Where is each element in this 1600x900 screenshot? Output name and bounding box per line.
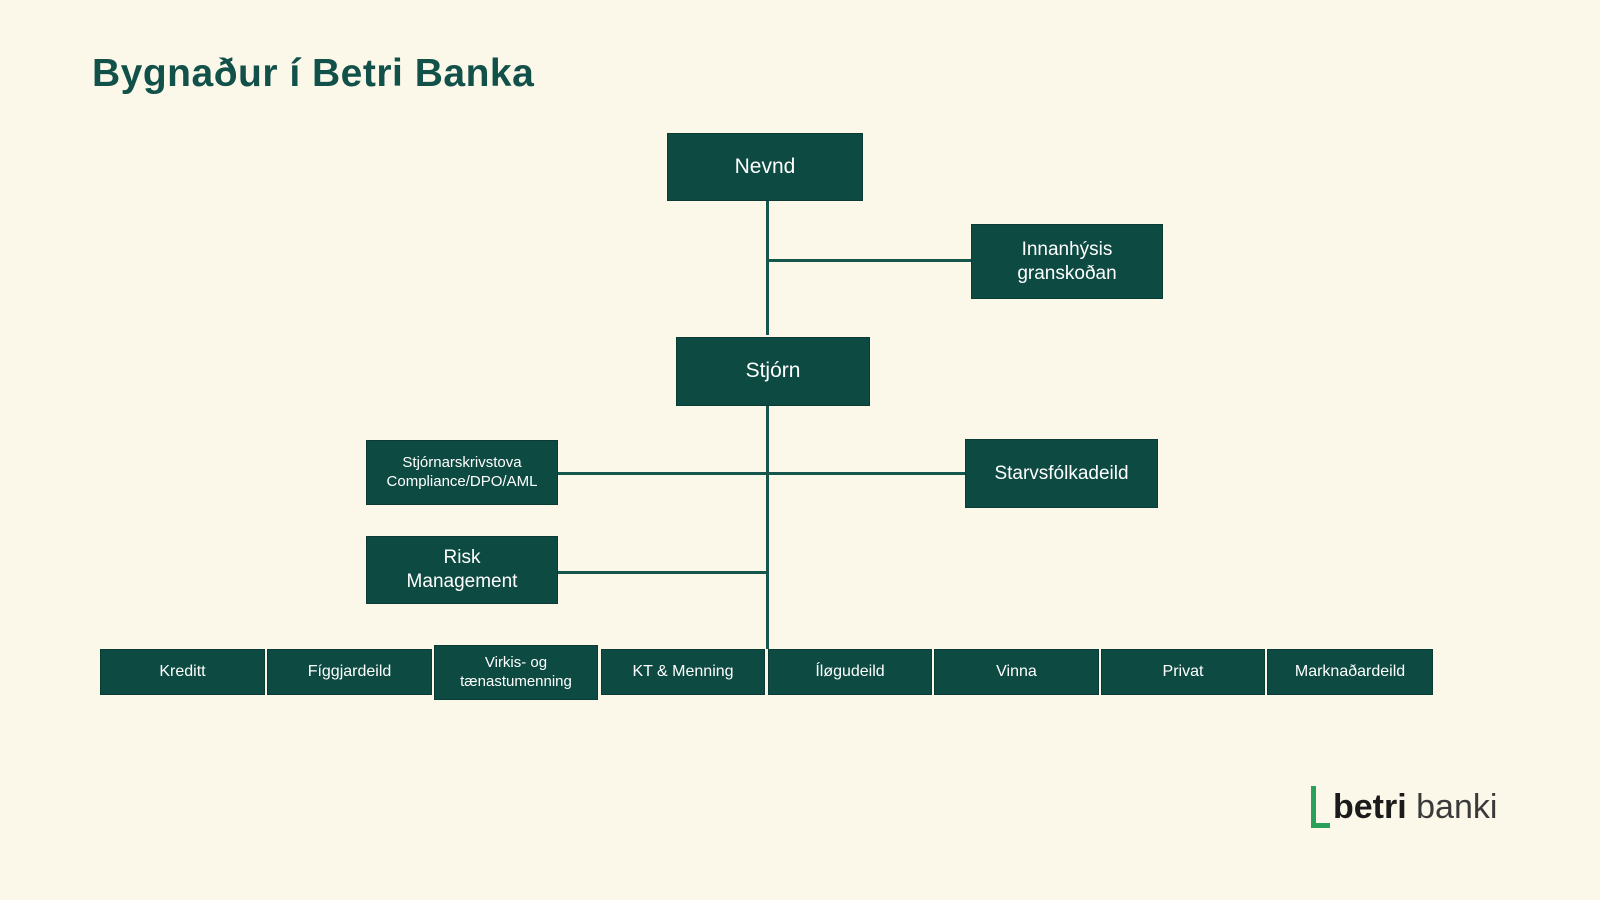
page-title: Bygnaður í Betri Banka	[92, 52, 535, 95]
logo-secondary-text: banki	[1416, 788, 1498, 826]
node-starvsfolkadeild[interactable]: Starvsfólkadeild	[965, 439, 1158, 508]
node-stjornarskrivstova[interactable]: Stjórnarskrivstova Compliance/DPO/AML	[366, 440, 558, 505]
node-marknadardeild[interactable]: Marknaðardeild	[1267, 649, 1433, 695]
node-stjorn[interactable]: Stjórn	[676, 337, 870, 406]
node-stjorn-label: Stjórn	[745, 359, 801, 383]
connector-nevnd-stem	[766, 201, 769, 335]
node-ilogudeild[interactable]: Íløgudeild	[768, 649, 932, 695]
node-kreditt-label: Kreditt	[159, 663, 206, 680]
node-innanhysis-granskodan-label: Innanhýsis granskoðan	[1017, 238, 1117, 284]
node-nevnd-label: Nevnd	[734, 154, 796, 178]
logo-wordmark: betri banki	[1333, 790, 1497, 828]
node-virkis-og-taenastumenning-label: Virkis- og tænastumenning	[460, 653, 572, 690]
node-stjornarskrivstova-label: Stjórnarskrivstova Compliance/DPO/AML	[386, 453, 538, 490]
connector-nevnd-to-innanhysis	[766, 259, 972, 262]
node-figgjardeild[interactable]: Fíggjardeild	[267, 649, 432, 695]
node-innanhysis-granskodan[interactable]: Innanhýsis granskoðan	[971, 224, 1163, 299]
node-privat-label: Privat	[1162, 663, 1204, 680]
node-privat[interactable]: Privat	[1101, 649, 1265, 695]
logo-bracket-icon	[1307, 780, 1330, 828]
node-nevnd[interactable]: Nevnd	[667, 133, 863, 201]
connector-risk-to-stem	[558, 571, 769, 574]
connector-stjorn-level3-horizontal	[558, 472, 968, 475]
node-kreditt[interactable]: Kreditt	[100, 649, 265, 695]
connector-stjorn-stem	[766, 406, 769, 649]
logo-primary-text: betri	[1333, 788, 1407, 826]
node-vinna[interactable]: Vinna	[934, 649, 1099, 695]
node-vinna-label: Vinna	[996, 663, 1037, 680]
node-risk-management[interactable]: Risk Management	[366, 536, 558, 604]
node-figgjardeild-label: Fíggjardeild	[307, 663, 392, 680]
betri-banki-logo: betri banki	[1307, 772, 1497, 828]
node-kt-menning-label: KT & Menning	[632, 663, 734, 680]
node-kt-menning[interactable]: KT & Menning	[601, 649, 765, 695]
node-risk-management-label: Risk Management	[406, 547, 518, 592]
node-marknadardeild-label: Marknaðardeild	[1294, 663, 1406, 680]
node-starvsfolkadeild-label: Starvsfólkadeild	[994, 462, 1129, 484]
node-virkis-og-taenastumenning[interactable]: Virkis- og tænastumenning	[434, 645, 598, 700]
node-ilogudeild-label: Íløgudeild	[815, 663, 885, 680]
